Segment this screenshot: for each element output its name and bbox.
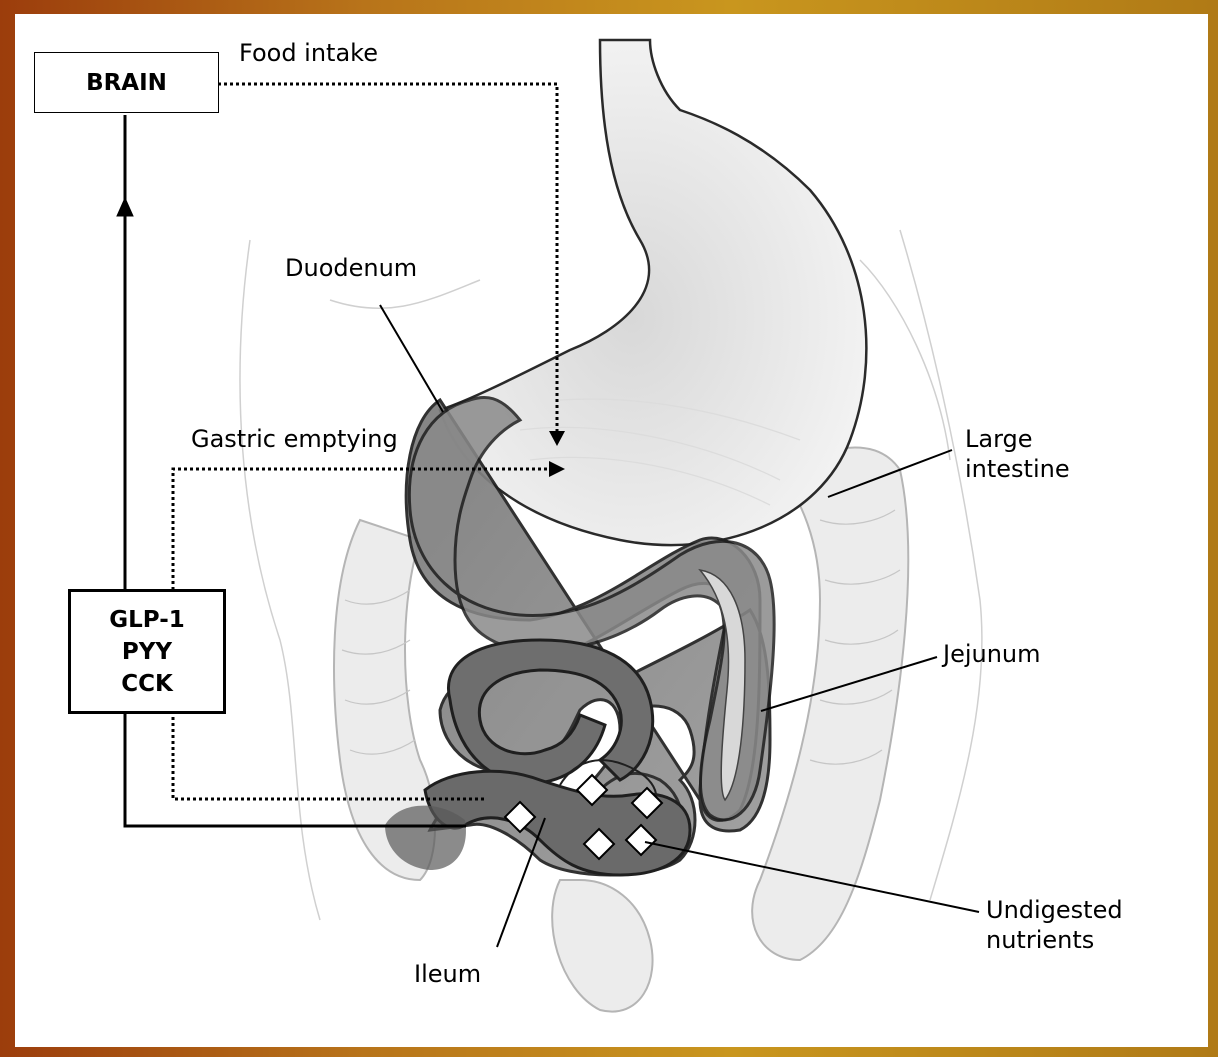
gastric-emptying-label: Gastric emptying — [191, 424, 398, 454]
undigested-nutrients-label-line1: Undigested — [986, 895, 1123, 925]
large-intestine-label-line1: Large — [965, 424, 1070, 454]
undigested-nutrients-label: Undigested nutrients — [986, 895, 1123, 955]
brain-box: BRAIN — [34, 52, 219, 113]
large-intestine-label: Large intestine — [965, 424, 1070, 484]
hormone-cck: CCK — [121, 668, 173, 700]
hormone-pyy: PYY — [122, 636, 172, 668]
arrow-up-to-brain — [117, 198, 133, 216]
undigested-nutrients-label-line2: nutrients — [986, 925, 1123, 955]
jejunum-label: Jejunum — [943, 639, 1041, 669]
food-intake-label: Food intake — [239, 38, 378, 68]
hormone-glp1: GLP-1 — [109, 604, 185, 636]
hormones-box: GLP-1 PYY CCK — [68, 589, 226, 714]
ileum-label: Ileum — [414, 959, 481, 989]
brain-label: BRAIN — [86, 70, 167, 96]
duodenum-label: Duodenum — [285, 253, 417, 283]
duodenum-pointer — [380, 305, 443, 412]
large-intestine-label-line2: intestine — [965, 454, 1070, 484]
